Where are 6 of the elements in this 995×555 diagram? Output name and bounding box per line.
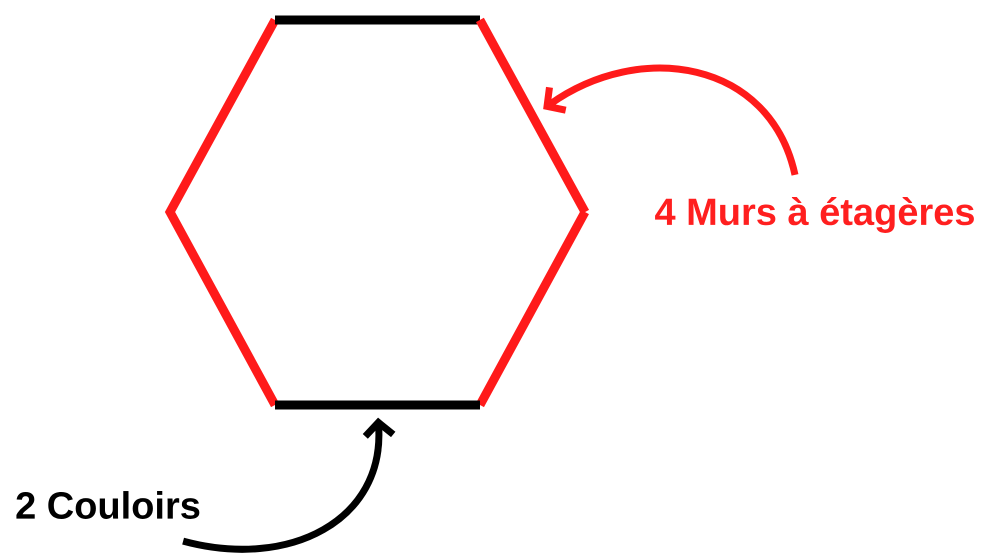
callout-label: 2 Couloirs xyxy=(16,491,200,519)
wall-segment xyxy=(476,18,590,214)
curved-arrow xyxy=(182,418,396,553)
callout-label: 4 Murs à étagères xyxy=(655,197,974,233)
wall-segment xyxy=(275,400,480,410)
curved-arrow xyxy=(543,64,798,176)
